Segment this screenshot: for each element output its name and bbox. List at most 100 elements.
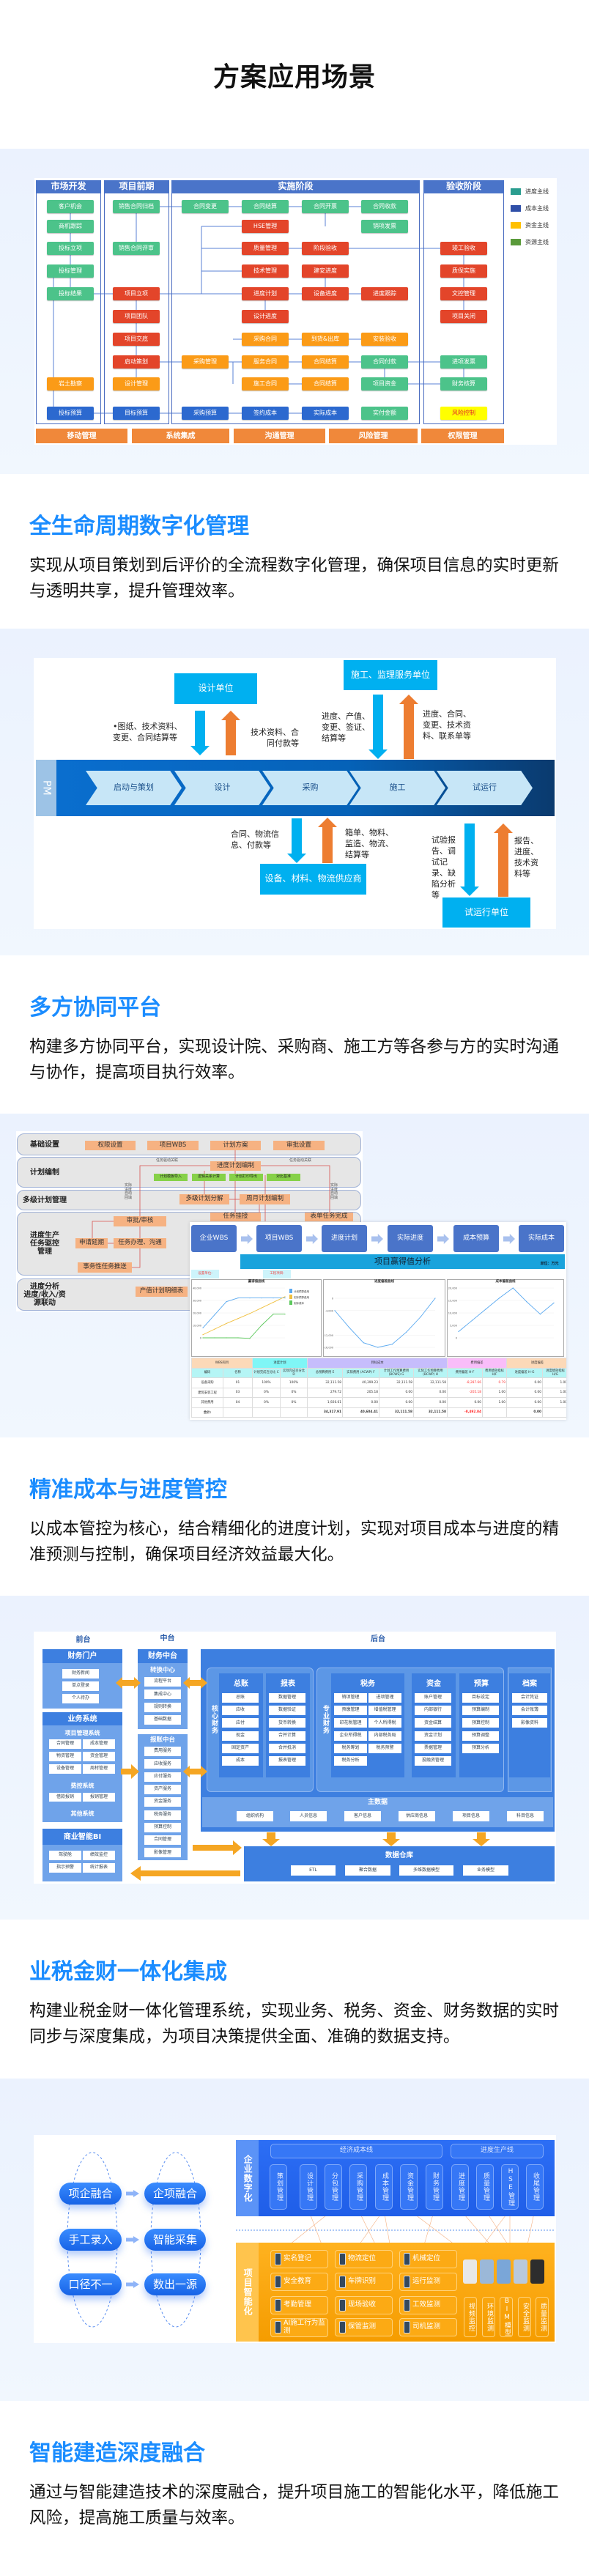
y-tick-label: 20,000 [193, 1312, 201, 1315]
table-column-header: 编码 [191, 1367, 223, 1378]
module-item: 税务预警 [368, 1743, 401, 1753]
master-data-item: 项目信息 [453, 1811, 489, 1821]
table-total-cell: 0.00 [506, 1407, 544, 1418]
monitor-column: 安全监测 [518, 2297, 531, 2337]
module-item: 投融资管理 [415, 1756, 451, 1766]
capability-bar: 沟通管理 [234, 429, 325, 443]
process-node: 启动策划 [113, 355, 160, 369]
double-arrow-icon [116, 1677, 141, 1689]
module-item: 增值税管理 [368, 1706, 401, 1716]
text-section-4: 业税金财一体化集成 构建业税金财一体化管理系统，实现业务、税务、资金、财务数据的… [0, 1920, 589, 2079]
arrow-left-icon [130, 1866, 240, 1881]
wbs-flow-step: 企业WBS [191, 1225, 237, 1252]
smart-cell-label: 实名登记 [284, 2254, 312, 2263]
legend-label: 资金主线 [525, 221, 549, 229]
module-item: 报销管理 [83, 1793, 115, 1802]
title-bar [240, 1254, 565, 1269]
project-label: 项目智能化 [236, 2243, 259, 2342]
device-icon [339, 2321, 346, 2333]
table-column-header: 名称 [222, 1367, 253, 1378]
camera-icon [463, 2259, 477, 2284]
plan-step: 任务办理、沟通 [114, 1238, 166, 1248]
legend-label: 实际预算费用 [294, 1295, 309, 1299]
pro-finance-label: 专业财务 [321, 1705, 329, 1734]
smart-cell-label: 物流定位 [348, 2254, 377, 2263]
process-node: 合同结算 [302, 355, 349, 369]
plan-tool: 计划打印导出 [229, 1174, 263, 1181]
wbs-flow-step: 进度计划 [322, 1225, 367, 1252]
table-cell: 0.00 [413, 1397, 448, 1408]
backfill-label: 实际进度自动回填 [330, 1183, 338, 1200]
table-cell: 0.79 [482, 1377, 508, 1388]
module-column: 分包管理 [325, 2164, 342, 2210]
device-icon [404, 2299, 410, 2312]
flow-to-supplier: 合同、物流信息、付款等 [231, 829, 279, 850]
conversion-center-title: 转换中心 [149, 1667, 175, 1675]
y-tick-label: -4,000 [325, 1309, 333, 1312]
process-node: 设备进度 [302, 287, 349, 300]
line-header: 经济成本线 [270, 2144, 442, 2158]
data-point [249, 1338, 251, 1339]
lifecycle-diagram: 市场开发项目前期实施阶段验收阶段客户机会商机跟踪投标立项投标管理投标结果岩土勘察… [34, 178, 557, 445]
table-column-header: 费用偏差 H-F [447, 1367, 484, 1378]
device-icon [339, 2253, 346, 2265]
master-data-item: 科目信息 [507, 1811, 544, 1821]
pill-after: 数出一源 [144, 2273, 206, 2295]
table-column-header: 实际完成百分比 D [280, 1367, 308, 1378]
module-item: 指示预警 [49, 1863, 81, 1873]
module-item: 税务筹划 [334, 1743, 367, 1753]
line-chart: 0-4,000-12,000-16,000 [323, 1298, 436, 1350]
data-point [249, 1313, 251, 1314]
arrow-up-icon [498, 832, 508, 897]
legend-swatch [511, 221, 521, 229]
general-ledger-column-title: 总账 [234, 1679, 248, 1688]
arrow-up-icon [226, 719, 236, 755]
section-body: 以成本管控为核心，结合精细化的进度计划，实现对项目成本与进度的精准预测与控制，确… [29, 1520, 559, 1564]
chart-panel [191, 1279, 322, 1357]
module-item: 流程平台 [144, 1677, 181, 1687]
wbs-flow-step: 实际成本 [519, 1225, 564, 1252]
wbs-flow-step: 实际进度 [388, 1225, 433, 1252]
double-arrow-icon [183, 1677, 207, 1689]
module-item: 基础数据 [144, 1714, 181, 1725]
section-heading: 业税金财一体化集成 [29, 1959, 227, 1985]
chart-title: 成本偏差曲线 [495, 1280, 516, 1284]
portal-block-title: 财务门户 [42, 1649, 122, 1663]
module-item: 税务分析 [334, 1756, 367, 1766]
pill-before: 项企融合 [59, 2183, 122, 2205]
data-warehouse-block [244, 1846, 555, 1881]
module-item: 数据管理 [269, 1693, 305, 1703]
flow-to-design: •图纸、技术资料、变更、合同结算等 [113, 722, 182, 742]
table-cell: 其他费用 [191, 1397, 223, 1408]
table-cell: 0% [252, 1387, 281, 1398]
table-cell: 0.00 [342, 1397, 380, 1408]
series-line [202, 1296, 286, 1336]
process-node: 质量管理 [242, 242, 289, 255]
table-cell: 100% [280, 1377, 308, 1388]
module-item: 预算调整 [462, 1731, 499, 1741]
flow-to-trial: 试验报告、调试记录、缺陷分析等 [431, 835, 456, 900]
table-cell: 0.00 [447, 1397, 484, 1408]
plan-step: 进度计划编制 [210, 1161, 261, 1171]
module-item: 应收 [222, 1706, 259, 1716]
link-line [132, 1248, 141, 1268]
archive-column-title: 档案 [522, 1679, 537, 1688]
module-item: 周材管理 [83, 1764, 115, 1774]
module-item: 统计报表 [83, 1863, 115, 1873]
data-point [526, 1301, 527, 1303]
process-node: 采购管理 [182, 355, 229, 369]
smart-cell-label: 现场验收 [348, 2301, 377, 2309]
flow-from-trial: 报告、进度、技术资料等 [514, 836, 538, 878]
legend-swatch [289, 1295, 292, 1299]
process-node: 商机跟踪 [47, 220, 94, 233]
legend-item: 资源主线 [511, 237, 555, 246]
table-cell: 1.00 [482, 1387, 508, 1398]
process-node: 岩土勘察 [47, 377, 94, 391]
filter-project-label: 工程项目: [263, 1270, 291, 1278]
smart-cell-label: 考勤管理 [284, 2301, 312, 2309]
module-column: HSE管理 [501, 2164, 519, 2210]
process-node: 进度计划 [242, 287, 289, 300]
data-point [202, 1337, 204, 1339]
backfill-label: 实际进度自动回填 [124, 1183, 132, 1200]
data-point [214, 1328, 215, 1330]
